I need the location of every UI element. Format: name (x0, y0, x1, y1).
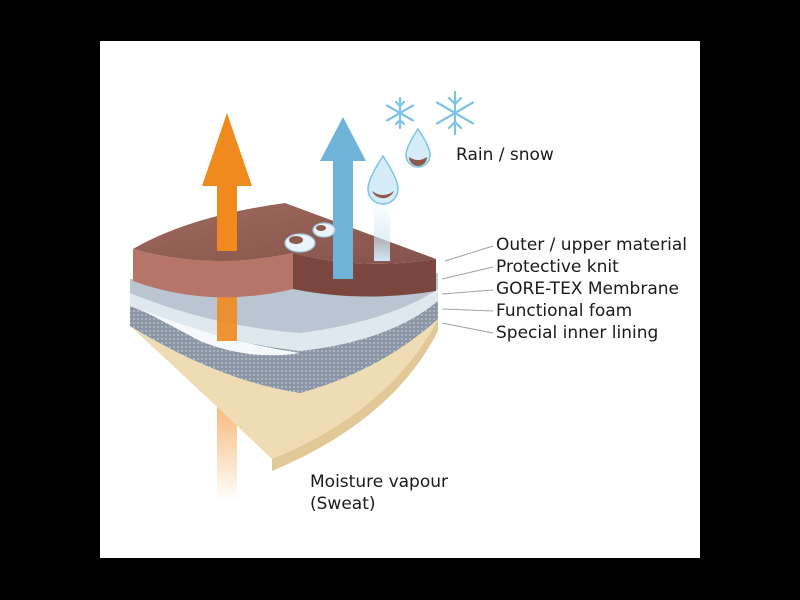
functional-foam-label: Functional foam (496, 301, 633, 321)
sweat-label: (Sweat) (310, 494, 376, 514)
membrane-label: GORE-TEX Membrane (496, 279, 679, 299)
vapour-arrow-blue (320, 117, 366, 279)
rain-trail (374, 201, 390, 261)
sweat-arrow-head (202, 113, 252, 251)
leader-lines (441, 245, 494, 334)
membrane-highlight (140, 309, 300, 356)
outer-material-top (133, 203, 436, 264)
outer-material-label: Outer / upper material (496, 235, 687, 255)
snowflake-icon (385, 90, 475, 136)
diagram-panel: Rain / snow Outer / upper material Prote… (100, 41, 700, 558)
raindrop-icon (367, 127, 431, 205)
outer-material-front-left (133, 249, 293, 298)
rain-snow-label: Rain / snow (456, 145, 554, 165)
moisture-vapour-label: Moisture vapour (310, 472, 449, 492)
outer-material-front-right (293, 253, 436, 297)
gore-tex-layers-diagram (130, 90, 494, 501)
inner-lining-edge (272, 319, 438, 471)
water-bead-icon (284, 222, 336, 253)
protective-knit-label: Protective knit (496, 257, 619, 277)
inner-lining-label: Special inner lining (496, 323, 659, 343)
